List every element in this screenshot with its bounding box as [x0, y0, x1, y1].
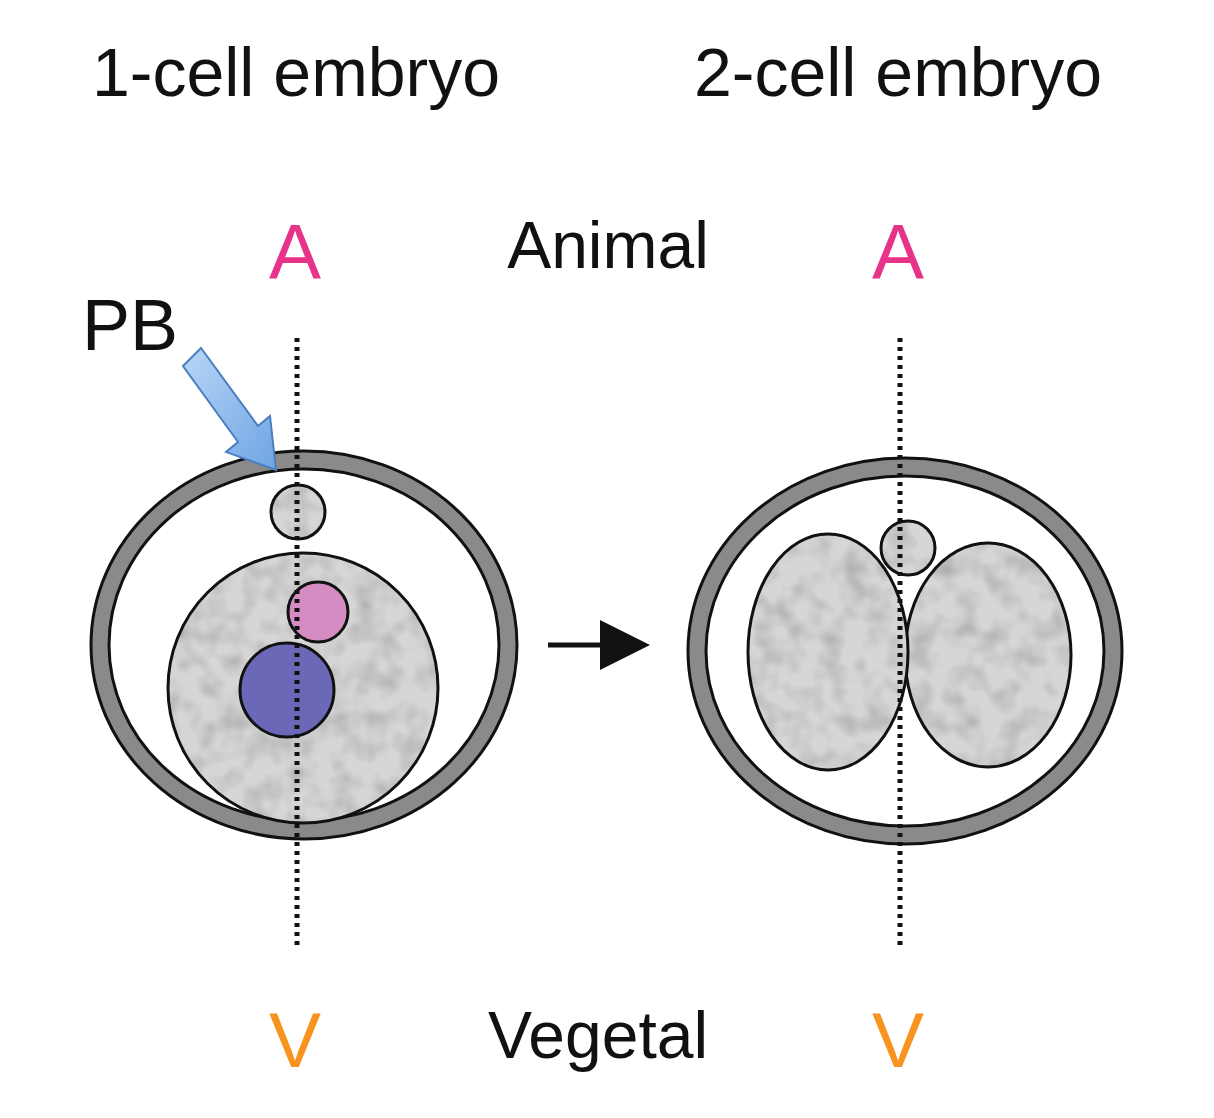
- axis-line: [295, 338, 300, 948]
- blastomere-outline: [905, 543, 1071, 767]
- callout-arrow: [183, 348, 276, 470]
- zona-ring: [697, 467, 1113, 835]
- polar-body-outline: [881, 521, 935, 575]
- male-pronucleus: [240, 643, 334, 737]
- axis-letter: V: [872, 1001, 924, 1079]
- axis-letter: A: [872, 213, 924, 291]
- callout-label: PB: [82, 289, 178, 361]
- two-cell-embryo: [688, 338, 1122, 948]
- transition-arrow: [548, 620, 650, 670]
- blastomere: [748, 534, 908, 770]
- heading-label: 1-cell embryo: [92, 38, 500, 106]
- zona-outer-edge: [91, 451, 517, 839]
- zona-outer-edge: [688, 458, 1122, 844]
- axis-line: [898, 338, 903, 948]
- pole-label: Animal: [507, 212, 709, 278]
- polar-body: [881, 521, 935, 575]
- blastomere: [905, 543, 1071, 767]
- blastomere-outline: [748, 534, 908, 770]
- axis-letter: V: [269, 1001, 321, 1079]
- pole-label: Vegetal: [488, 1002, 708, 1068]
- cell-outline: [168, 553, 438, 823]
- axis-letter: A: [269, 213, 321, 291]
- zona-ring: [100, 460, 508, 830]
- one-cell-embryo: [91, 338, 517, 948]
- heading-label: 2-cell embryo: [694, 38, 1102, 106]
- zona-inner-edge: [706, 476, 1104, 826]
- cell-body: [168, 553, 438, 823]
